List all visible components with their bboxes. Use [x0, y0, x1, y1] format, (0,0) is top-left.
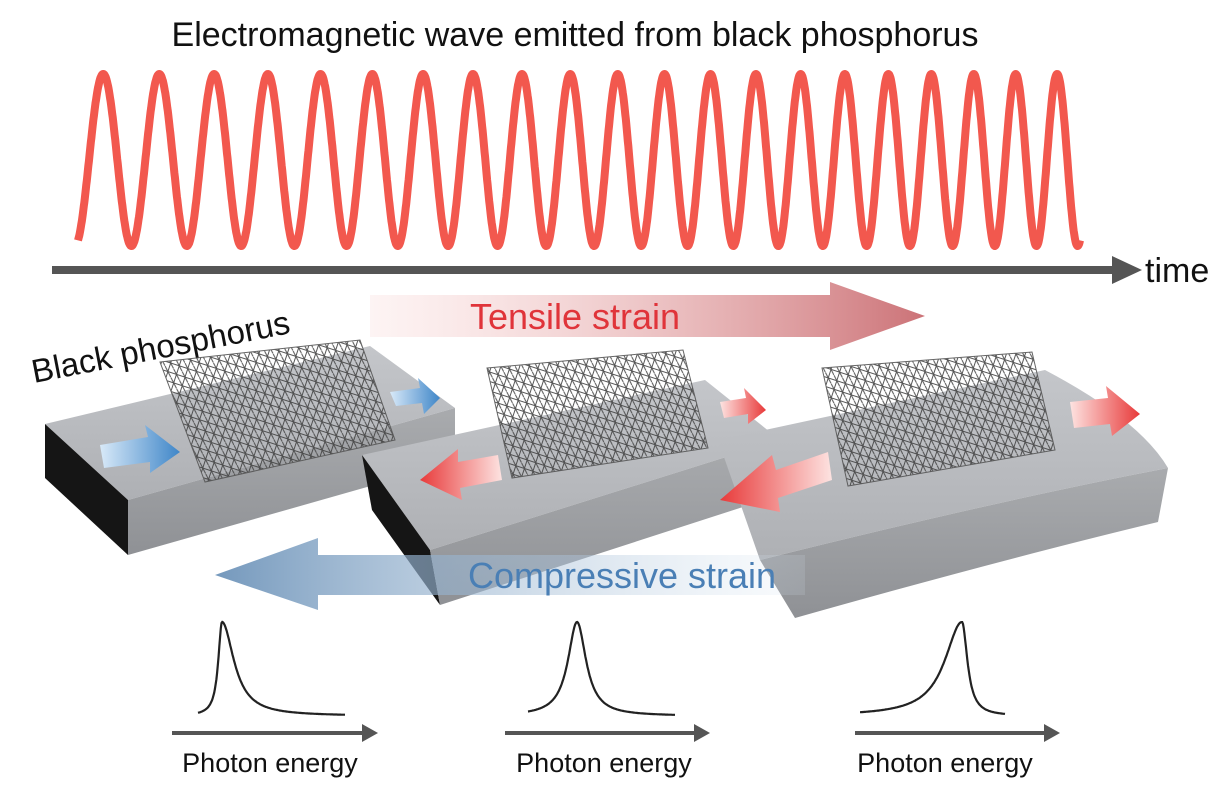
axis-arrowhead [362, 724, 378, 742]
spectrum-2: Photon energy [505, 620, 710, 778]
red-arrow-icon [420, 449, 502, 500]
compressive-strain-label: Compressive strain [468, 555, 776, 596]
spectrum-peak-curve [527, 620, 675, 716]
spectrum-1: Photon energy [172, 620, 378, 778]
spectrum-peak-curve [197, 620, 345, 716]
time-axis [52, 256, 1142, 284]
axis-arrowhead [1044, 724, 1060, 742]
compressive-strain-arrow [215, 538, 805, 610]
tensile-strain-label: Tensile strain [470, 296, 680, 337]
photon-energy-label: Photon energy [182, 748, 358, 778]
blue-arrow-icon [390, 378, 440, 414]
red-arrow-icon [720, 388, 766, 424]
axis-arrowhead [694, 724, 710, 742]
time-axis-label: time [1145, 252, 1209, 290]
lattice-icon [159, 339, 396, 483]
spectrum-3: Photon energy [855, 621, 1060, 778]
photon-energy-label: Photon energy [857, 748, 1033, 778]
lattice-icon [486, 349, 709, 479]
red-arrow-icon [1070, 386, 1140, 436]
diagram-title: Electromagnetic wave emitted from black … [172, 16, 979, 54]
red-arrow-icon [720, 452, 832, 512]
blue-arrow-icon [100, 425, 180, 473]
lattice-icon [821, 351, 1056, 487]
tensile-strain-arrow [370, 282, 925, 350]
spectrum-peak-curve [860, 621, 1006, 715]
spectra-group: Photon energy Photon energy Photon energy [172, 620, 1060, 778]
photon-energy-label: Photon energy [516, 748, 692, 778]
emitted-wave [74, 70, 1084, 250]
